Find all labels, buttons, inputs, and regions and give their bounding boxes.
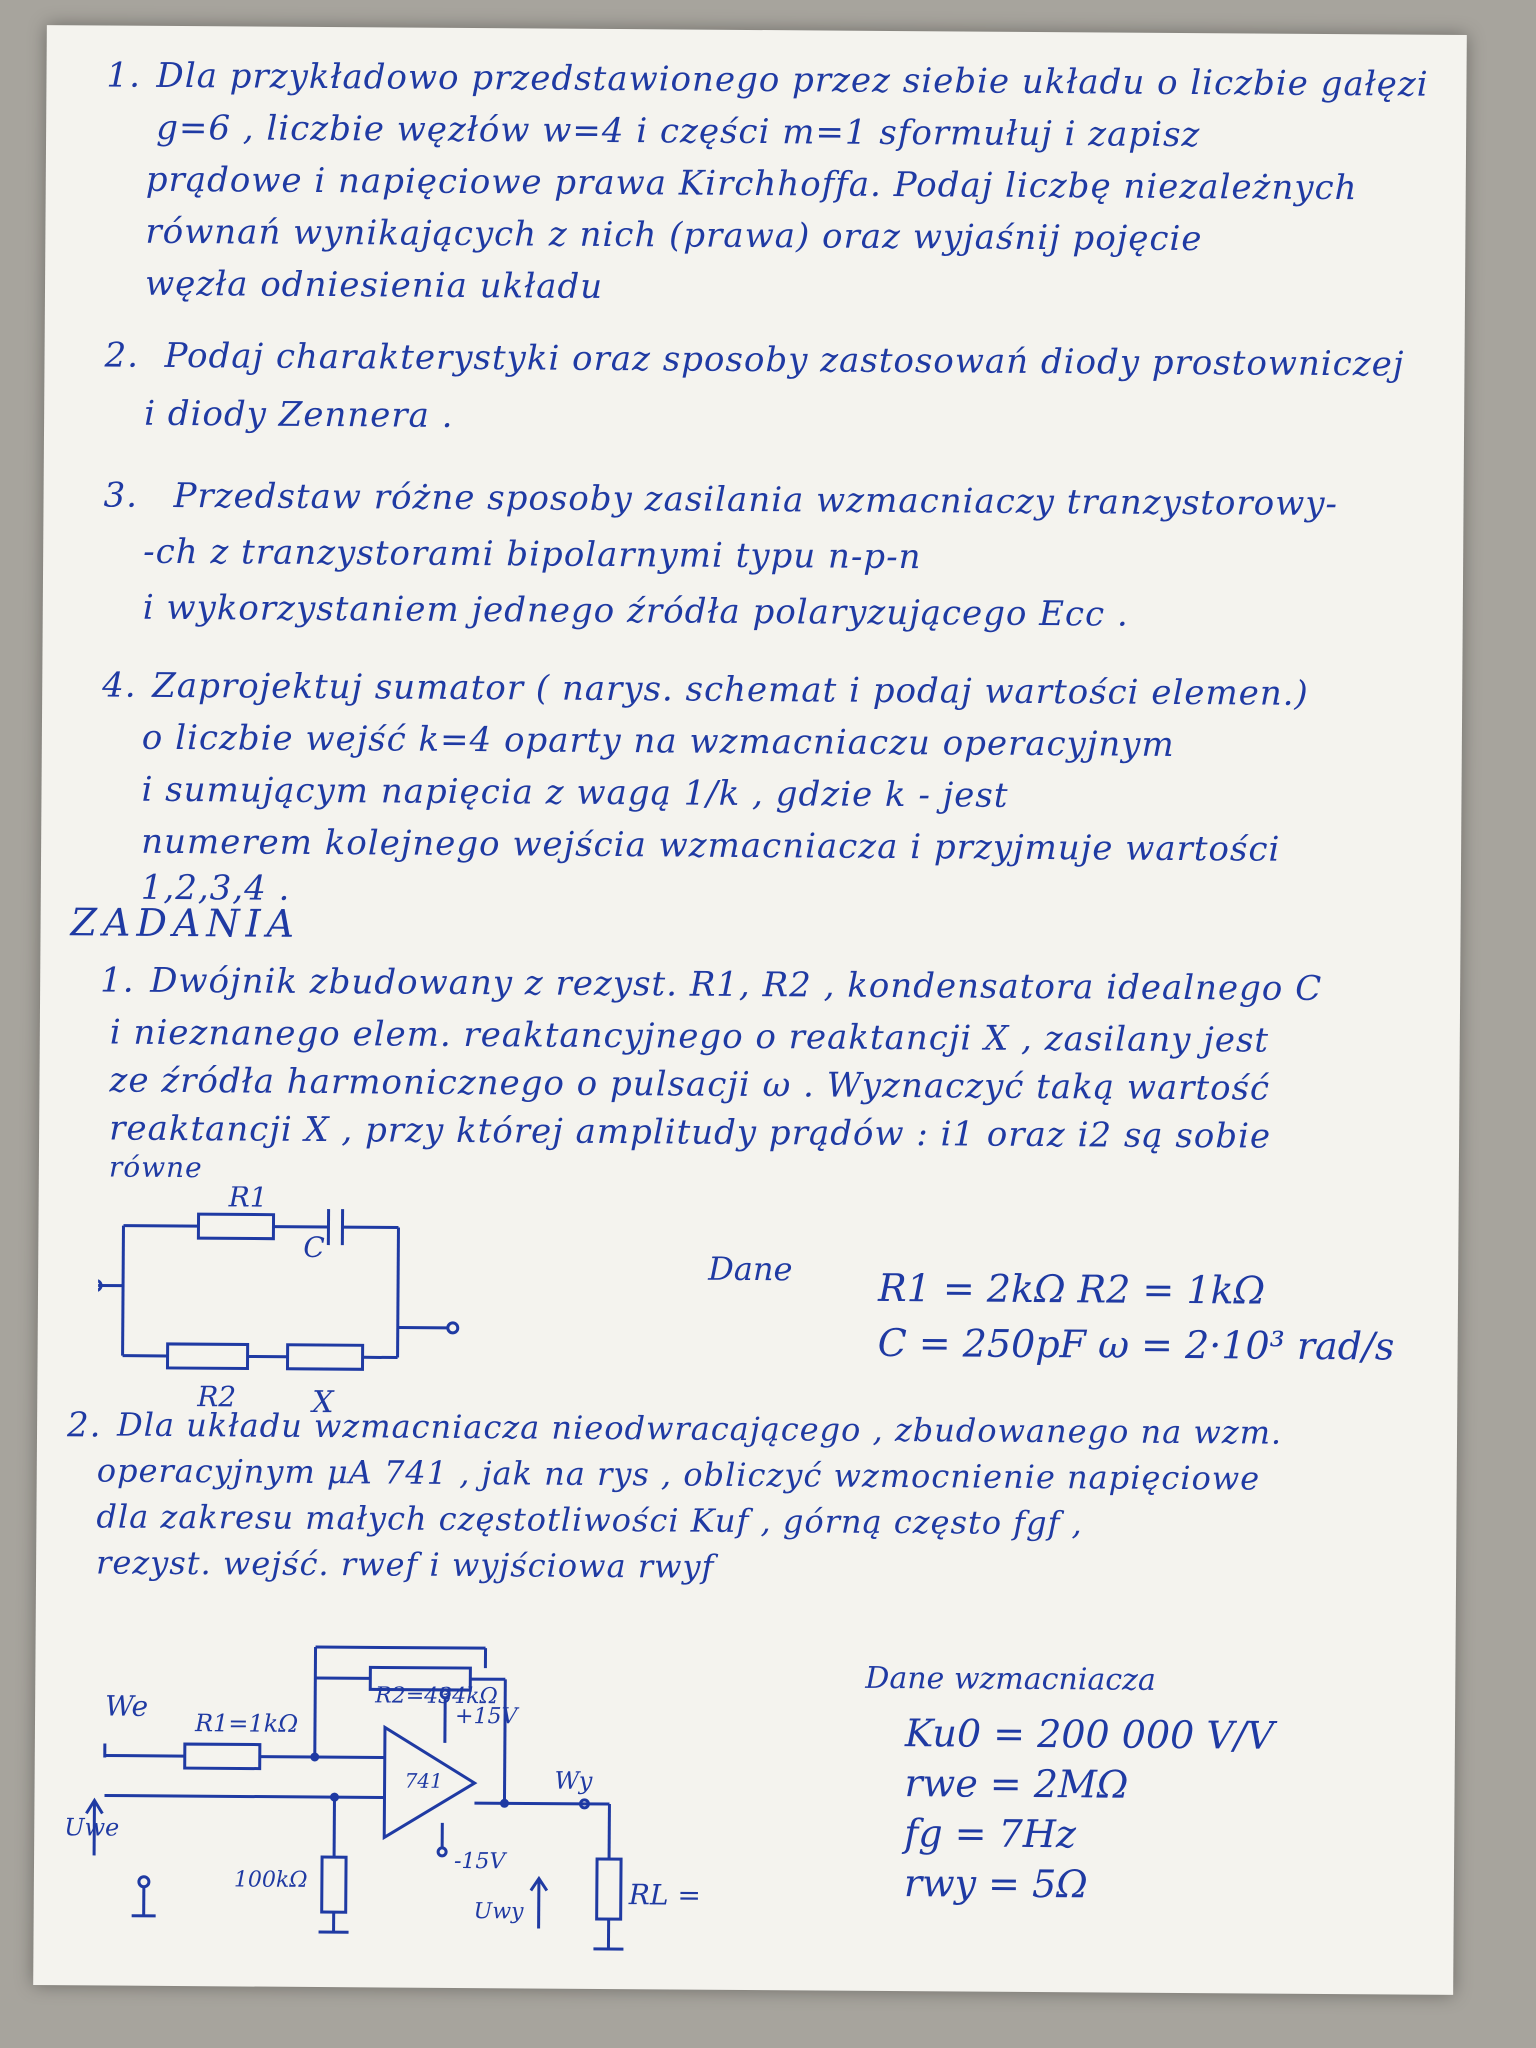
task-1-given-line: C = 250pF ω = 2·10³ rad/s: [877, 1320, 1395, 1369]
vplus-label: +15V: [455, 1704, 520, 1729]
question-text-line: Podaj charakterystyki oraz sposoby zasto…: [164, 335, 1405, 385]
question-text-line: i diody Zennera .: [144, 393, 454, 436]
task-text-line: dla zakresu małych częstotliwości Kuf , …: [96, 1497, 1083, 1543]
task-text-line: równe: [108, 1150, 203, 1185]
question-number: 3.: [103, 475, 139, 516]
question-text-line: równań wynikających z nich (prawa) oraz …: [145, 211, 1203, 260]
r2-label: R2=434kΩ: [374, 1683, 498, 1709]
uwe-label: Uwe: [64, 1813, 119, 1841]
task-2-given-line: Ku0 = 200 000 V/V: [904, 1711, 1275, 1758]
x-label: X: [310, 1385, 335, 1420]
task-2-given-line: fg = 7Hz: [904, 1811, 1077, 1857]
rl-label: RL = 2kΩ: [628, 1878, 706, 1912]
question-text-line: Zaprojektuj sumator ( narys. schemat i p…: [152, 665, 1309, 714]
task-1-circuit-diagram: R1 C R2 X: [97, 1185, 460, 1420]
input-label: We: [105, 1690, 148, 1723]
task-text-line: Dwójnik zbudowany z rezyst. R1, R2 , kon…: [150, 960, 1323, 1009]
task-text-line: rezyst. wejść. rwef i wyjściowa rwyf: [95, 1543, 715, 1586]
question-text-line: o liczbie wejść k=4 oparty na wzmacniacz…: [141, 717, 1175, 765]
task-text-line: i nieznanego elem. reaktancyjnego o reak…: [109, 1012, 1270, 1061]
vminus-label: -15V: [454, 1849, 508, 1874]
question-number: 1.: [106, 55, 142, 96]
question-number: 4.: [102, 665, 137, 706]
task-2-given-line: rwy = 5Ω: [903, 1861, 1088, 1907]
task-text-line: ze źródła harmonicznego o pulsacji ω . W…: [109, 1060, 1271, 1109]
opamp-label: 741: [405, 1769, 443, 1793]
r3-label: 100kΩ: [234, 1867, 308, 1893]
task-2-given-line: rwe = 2MΩ: [904, 1761, 1129, 1807]
question-text-line: i wykorzystaniem jednego źródła polaryzu…: [142, 587, 1129, 635]
task-1-given-title: Dane: [708, 1249, 793, 1289]
section-title: ZADANIA: [70, 900, 301, 946]
r1-label: R1=1kΩ: [194, 1709, 298, 1738]
task-number: 2.: [66, 1405, 102, 1446]
question-text-line: i sumującym napięcia z wagą 1/k , gdzie …: [141, 769, 1009, 816]
task-1-given-line: R1 = 2kΩ R2 = 1kΩ: [877, 1265, 1266, 1313]
task-text-line: reaktancji X , przy której amplitudy prą…: [109, 1108, 1272, 1157]
task-number: 1.: [100, 960, 135, 1001]
task-text-line: Dla układu wzmacniacza nieodwracającego …: [116, 1405, 1283, 1452]
question-text-line: prądowe i napięciowe prawa Kirchhoffa. P…: [145, 159, 1358, 209]
c-label: C: [303, 1231, 325, 1264]
question-text-line: Przedstaw różne sposoby zasilania wzmacn…: [173, 475, 1339, 525]
question-number: 2.: [104, 335, 140, 376]
r2-label: R2: [196, 1380, 236, 1413]
task-text-line: operacyjnym μA 741 , jak na rys , oblicz…: [96, 1451, 1261, 1498]
question-text-line: numerem kolejnego wejścia wzmacniacza i …: [141, 821, 1281, 870]
question-text-line: -ch z tranzystorami bipolarnymi typu n-p…: [143, 531, 922, 578]
question-text-line: g=6 , liczbie węzłów w=4 i części m=1 sf…: [156, 107, 1201, 156]
task-2-given-title: Dane wzmacniacza: [865, 1660, 1156, 1698]
question-text-line: węzła odniesienia układu: [144, 263, 604, 307]
question-text-line: Dla przykładowo przedstawionego przez si…: [156, 55, 1429, 105]
exam-sheet: 1. Dla przykładowo przedstawionego przez…: [33, 25, 1467, 1995]
r1-label: R1: [228, 1185, 268, 1213]
task-2-circuit-diagram: We R1=1kΩ R2=434kΩ +15V 741 -15V Wy 100k…: [64, 1645, 706, 1951]
output-label: Wy: [555, 1767, 593, 1795]
uwy-label: Uwy: [474, 1899, 525, 1924]
